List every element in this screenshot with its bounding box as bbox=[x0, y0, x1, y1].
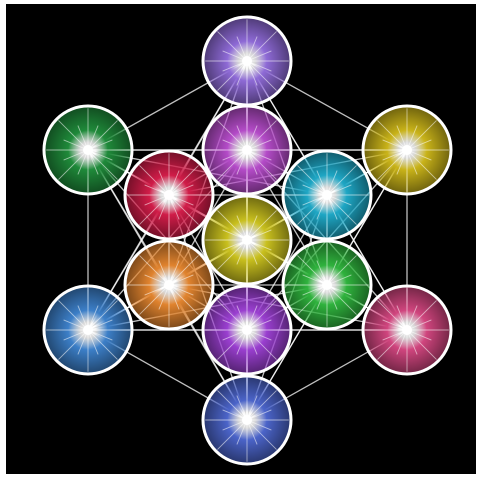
sphere-lower-left-outer bbox=[44, 286, 132, 374]
sphere-upper-right-inner bbox=[283, 151, 371, 239]
artwork-frame bbox=[6, 4, 476, 474]
sphere-lower-left-inner bbox=[125, 241, 213, 329]
spheres-group bbox=[44, 17, 451, 464]
sphere-upper-left-outer bbox=[44, 106, 132, 194]
sphere-top-inner bbox=[203, 106, 291, 194]
sphere-bottom-inner bbox=[203, 286, 291, 374]
sphere-bottom-outer bbox=[203, 376, 291, 464]
sphere-upper-right-outer bbox=[363, 106, 451, 194]
sphere-center bbox=[203, 196, 291, 284]
sphere-lower-right-inner bbox=[283, 241, 371, 329]
sphere-top-outer bbox=[203, 17, 291, 105]
sphere-upper-left-inner bbox=[125, 151, 213, 239]
sphere-lower-right-outer bbox=[363, 286, 451, 374]
metatrons-cube-illustration bbox=[6, 4, 476, 474]
